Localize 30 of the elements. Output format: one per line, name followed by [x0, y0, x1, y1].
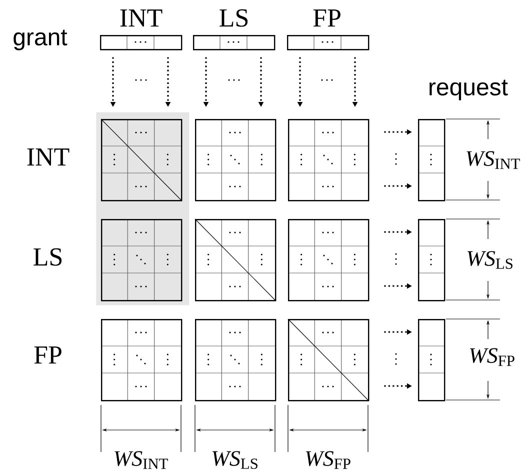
vector-bar	[418, 219, 446, 302]
vector-bar	[418, 319, 446, 402]
text-label: WS$_{FP}$	[306, 451, 350, 469]
text-label: WS$_{LS}$	[468, 251, 512, 269]
text-label: FP	[34, 346, 62, 364]
text-label: WS$_{LS}$	[212, 451, 258, 469]
text-label: WS$_{FP}$	[470, 348, 514, 366]
matrix-grid	[194, 118, 276, 202]
text-label: grant	[14, 30, 68, 50]
matrix-grid	[100, 218, 182, 302]
matrix-grid	[100, 118, 182, 202]
matrix-grid	[194, 218, 276, 302]
vector-bar	[418, 119, 446, 202]
matrix-grid	[288, 318, 370, 402]
text-label: WS$_{INT}$	[466, 151, 520, 169]
vector-bar	[287, 34, 370, 50]
text-label: WS$_{INT}$	[114, 451, 168, 469]
text-label: INT	[27, 148, 70, 166]
matrix-grid	[288, 118, 370, 202]
matrix-grid	[288, 218, 370, 302]
vector-bar	[193, 34, 276, 50]
vector-bar	[100, 34, 182, 50]
text-label: LS	[220, 9, 248, 27]
text-label: FP	[313, 9, 340, 27]
matrix-grid	[194, 318, 276, 402]
text-label: request	[430, 80, 508, 100]
matrix-grid	[100, 318, 182, 402]
shaded-band	[96, 112, 190, 306]
text-label: INT	[120, 9, 162, 27]
text-label: LS	[34, 248, 62, 266]
